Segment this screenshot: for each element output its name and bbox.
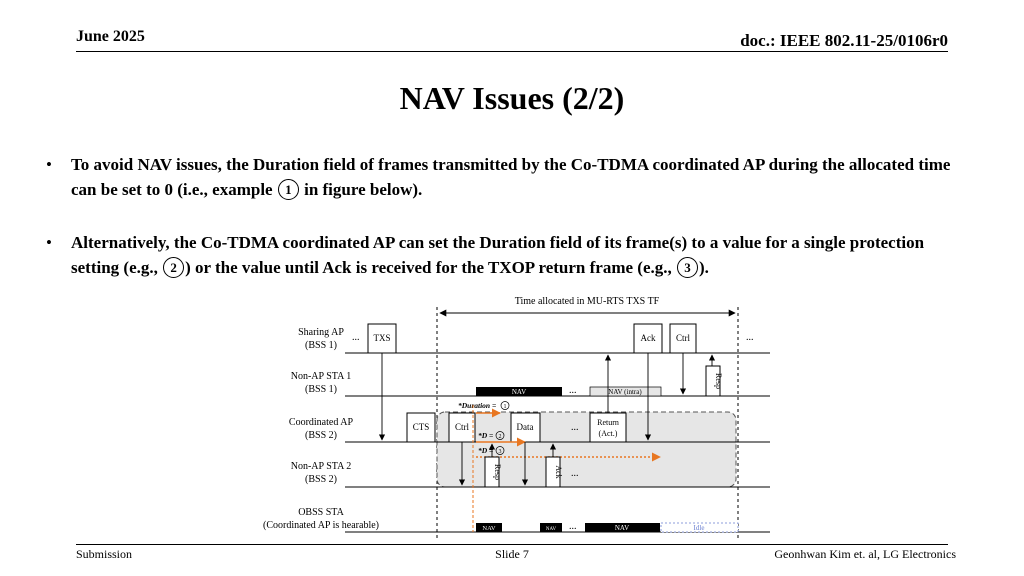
frame-ack-label: Ack xyxy=(641,333,656,343)
frame-nav-sta1-label: NAV xyxy=(512,388,526,396)
circled-number-3: 3 xyxy=(677,257,699,278)
frame-resp-sta1 xyxy=(705,365,721,397)
slide-title: NAV Issues (2/2) xyxy=(399,80,625,116)
bullet-1: • To avoid NAV issues, the Duration fiel… xyxy=(46,152,966,202)
row-label-coordinated-ap-bss: (BSS 2) xyxy=(305,430,337,441)
row-label-non-ap-sta1: Non-AP STA 1 xyxy=(291,371,352,382)
frame-cts xyxy=(406,412,436,443)
header-divider xyxy=(76,51,948,52)
frame-ctrl-coordinated xyxy=(448,412,476,443)
frame-nav-obss-2 xyxy=(540,523,562,532)
row-label-coordinated-ap: Coordinated AP xyxy=(289,417,354,428)
bullet-1-part2: in figure below). xyxy=(299,180,423,199)
row-label-sharing-ap: Sharing AP xyxy=(298,327,344,338)
annotation-marker-1 xyxy=(500,401,510,410)
frame-nav-intra-label: NAV (intra) xyxy=(608,388,642,396)
frame-nav-obss-1-label: NAV xyxy=(482,525,496,532)
annotation-marker-3-label: 3 xyxy=(499,449,502,455)
bullet-1-text: To avoid NAV issues, the Duration field … xyxy=(71,152,966,202)
frame-ctrl-sharing-label: Ctrl xyxy=(676,333,691,343)
bullet-2-part1: Alternatively, the Co-TDMA coordinated A… xyxy=(71,233,925,277)
frame-cts-label: CTS xyxy=(413,422,430,432)
annotation-d3: *D = xyxy=(478,446,493,455)
footer-slide-number: Slide 7 xyxy=(495,547,529,561)
annotation-duration-zero: *Duration = xyxy=(458,401,496,410)
frame-nav-obss-2-label: NAV xyxy=(546,527,557,532)
annotation-marker-2-label: 2 xyxy=(499,434,502,440)
bullet-2-part2: ) or the value until Ack is received for… xyxy=(185,258,677,277)
frame-idle-label: Idle xyxy=(694,524,705,532)
frame-ack-sta2-label: Ack xyxy=(554,465,563,478)
frame-nav-obss-1 xyxy=(476,523,502,532)
footer-divider xyxy=(76,544,948,545)
bullet-marker: • xyxy=(46,155,52,174)
bullet-marker: • xyxy=(46,233,52,252)
frame-resp-sta2-label: Resp xyxy=(493,464,502,480)
bullet-2-part3: ). xyxy=(699,258,709,277)
annotation-d2: *D = xyxy=(478,431,493,440)
ellipsis: ... xyxy=(571,468,579,479)
frame-nav-obss-3 xyxy=(585,523,660,532)
row-label-sharing-ap-bss: (BSS 1) xyxy=(305,340,337,351)
frame-txs xyxy=(367,323,397,354)
footer-authors: Geonhwan Kim et. al, LG Electronics xyxy=(774,547,956,561)
row-label-non-ap-sta2-bss: (BSS 2) xyxy=(305,474,337,485)
frame-ack xyxy=(633,323,663,354)
ellipsis: ... xyxy=(571,422,579,433)
frame-nav-sta1 xyxy=(476,387,562,396)
frame-txs-label: TXS xyxy=(373,333,390,343)
frame-return xyxy=(589,412,627,443)
frame-ctrl-sharing xyxy=(669,323,697,354)
row-label-non-ap-sta2: Non-AP STA 2 xyxy=(291,461,352,472)
frame-ctrl-coordinated-label: Ctrl xyxy=(455,422,470,432)
circled-number-1: 1 xyxy=(277,179,299,200)
header-doc-id: doc.: IEEE 802.11-25/0106r0 xyxy=(740,31,948,50)
time-allocated-label: Time allocated in MU-RTS TXS TF xyxy=(515,296,660,307)
frame-return-label: Return xyxy=(597,418,619,427)
footer-submission: Submission xyxy=(76,547,133,561)
ellipsis: ... xyxy=(569,385,577,396)
ellipsis: ... xyxy=(746,332,754,343)
frame-idle xyxy=(660,522,739,533)
circled-number-2: 2 xyxy=(163,257,185,278)
row-label-obss-sta: OBSS STA xyxy=(298,507,344,518)
ellipsis: ... xyxy=(569,521,577,532)
frame-resp-sta1-label: Resp xyxy=(714,373,723,389)
frame-nav-intra xyxy=(589,386,662,397)
ellipsis: ... xyxy=(352,332,360,343)
frame-return-label-act: (Act.) xyxy=(599,429,618,438)
row-label-non-ap-sta1-bss: (BSS 1) xyxy=(305,384,337,395)
header-date: June 2025 xyxy=(76,28,145,45)
frame-nav-obss-3-label: NAV xyxy=(615,524,629,532)
bullet-2: • Alternatively, the Co-TDMA coordinated… xyxy=(46,230,966,280)
bullet-2-text: Alternatively, the Co-TDMA coordinated A… xyxy=(71,230,966,280)
annotation-marker-3 xyxy=(495,446,505,455)
row-label-obss-sta-bss: (Coordinated AP is hearable) xyxy=(263,520,379,531)
annotation-marker-2 xyxy=(495,431,505,440)
frame-data-label: Data xyxy=(517,422,534,432)
annotation-marker-1-label: 1 xyxy=(504,404,507,410)
bullet-1-part1: To avoid NAV issues, the Duration field … xyxy=(71,155,951,199)
frame-data xyxy=(510,412,541,443)
